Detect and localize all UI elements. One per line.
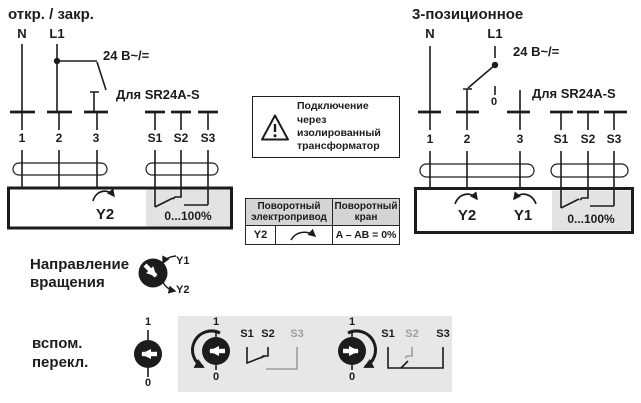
- table-header-actuator: Поворотный электропривод: [246, 199, 333, 226]
- aux-dial-ccw-icon: [190, 329, 230, 370]
- left-terminal-2: 2: [55, 131, 63, 145]
- left-terminal-s1: S1: [147, 131, 163, 145]
- left-model-label: Для SR24A-S: [116, 87, 200, 102]
- right-title: 3-позиционное: [412, 6, 524, 23]
- aux-sw2-s2: S2: [405, 328, 419, 340]
- table-header-valve: Поворотный кран: [333, 199, 399, 226]
- right-zero-label: 0: [490, 96, 498, 108]
- warning-text: Подключение через изолированный трансфор…: [297, 100, 399, 154]
- left-terminal-1: 1: [18, 131, 26, 145]
- aux-dial3-top: 1: [348, 316, 356, 328]
- rotation-direction-dial-icon: [138, 255, 177, 294]
- rotation-label-line1: Направление: [30, 256, 130, 273]
- left-l1-label: L1: [49, 26, 65, 41]
- left-voltage-label: 24 В~/=: [103, 48, 150, 63]
- cw-rotation-arrow-icon: [92, 188, 115, 202]
- right-y2-label: Y2: [457, 207, 477, 224]
- right-terminal-s1: S1: [553, 132, 569, 146]
- left-terminal-s2: S2: [173, 131, 189, 145]
- right-model-label: Для SR24A-S: [532, 86, 616, 101]
- aux-sw2-s1: S1: [381, 328, 395, 340]
- warning-line: трансформатор: [297, 140, 380, 153]
- right-terminal-s2: S2: [580, 132, 596, 146]
- cable-gland: [145, 162, 219, 176]
- left-title: откр. / закр.: [8, 6, 94, 23]
- right-terminal-2: 2: [463, 132, 471, 146]
- aux-dial2-bottom: 0: [212, 371, 220, 383]
- right-voltage-label: 24 В~/=: [513, 44, 560, 59]
- table-cell-y2: Y2: [246, 226, 276, 244]
- left-terminal-s3: S3: [200, 131, 216, 145]
- right-terminal-3: 3: [516, 132, 524, 146]
- junction-dot: [491, 61, 499, 69]
- aux-sw1-s3: S3: [290, 328, 304, 340]
- aux-dial1-top: 1: [144, 316, 152, 328]
- junction-dot: [53, 57, 61, 65]
- aux-contact-s1-s2-icon: [246, 347, 298, 370]
- table-cell-arrow: [276, 226, 333, 244]
- cable-gland: [419, 163, 535, 178]
- aux-sw1-s1: S1: [240, 328, 254, 340]
- warning-line: Подключение через: [297, 100, 369, 126]
- cable-gland: [550, 163, 629, 178]
- right-terminal-1: 1: [426, 132, 434, 146]
- aux-label-line1: вспом.: [32, 335, 83, 352]
- aux-contact-s1-s3-icon: [387, 347, 444, 369]
- left-range-label: 0...100%: [164, 209, 212, 223]
- table-cell-value: A – AB = 0%: [333, 226, 399, 244]
- cable-gland: [12, 162, 108, 176]
- aux-label-line2: перекл.: [32, 354, 89, 371]
- left-y2-label: Y2: [95, 206, 115, 223]
- left-n-label: N: [17, 26, 27, 41]
- left-terminal-3: 3: [92, 131, 100, 145]
- right-range-label: 0...100%: [567, 212, 615, 226]
- warning-box: Подключение через изолированный трансфор…: [252, 96, 400, 158]
- right-n-label: N: [425, 26, 435, 41]
- y1-tick-arrow-icon: [162, 255, 177, 265]
- right-y1-label: Y1: [513, 207, 533, 224]
- actuator-valve-table: Поворотный электропривод Поворотный кран…: [245, 198, 400, 245]
- right-l1-label: L1: [487, 26, 503, 41]
- cw-rotation-arrow-icon: [454, 191, 478, 205]
- wires: [21, 44, 209, 208]
- warning-triangle-icon: [261, 114, 289, 140]
- wires: [429, 46, 615, 209]
- y2-tick-arrow-icon: [162, 281, 177, 294]
- aux-dial3-bottom: 0: [348, 371, 356, 383]
- aux-sw2-s3: S3: [436, 328, 450, 340]
- ccw-rotation-arrow-icon: [513, 191, 537, 205]
- warning-line: изолированный: [297, 127, 381, 139]
- aux-dial-cw-icon: [338, 329, 378, 370]
- rotation-y1-label: Y1: [176, 255, 190, 267]
- aux-dial1-bottom: 0: [144, 377, 152, 389]
- cw-rotation-arrow-icon: [290, 228, 317, 241]
- right-terminal-s3: S3: [606, 132, 622, 146]
- three-position-wiring: [414, 46, 634, 234]
- rotation-label-line2: вращения: [30, 274, 105, 291]
- rotation-y2-label: Y2: [176, 284, 190, 296]
- open-close-wiring: [7, 44, 233, 230]
- aux-dial-left-icon: [134, 330, 162, 377]
- aux-dial2-top: 1: [212, 316, 220, 328]
- aux-sw1-s2: S2: [261, 328, 275, 340]
